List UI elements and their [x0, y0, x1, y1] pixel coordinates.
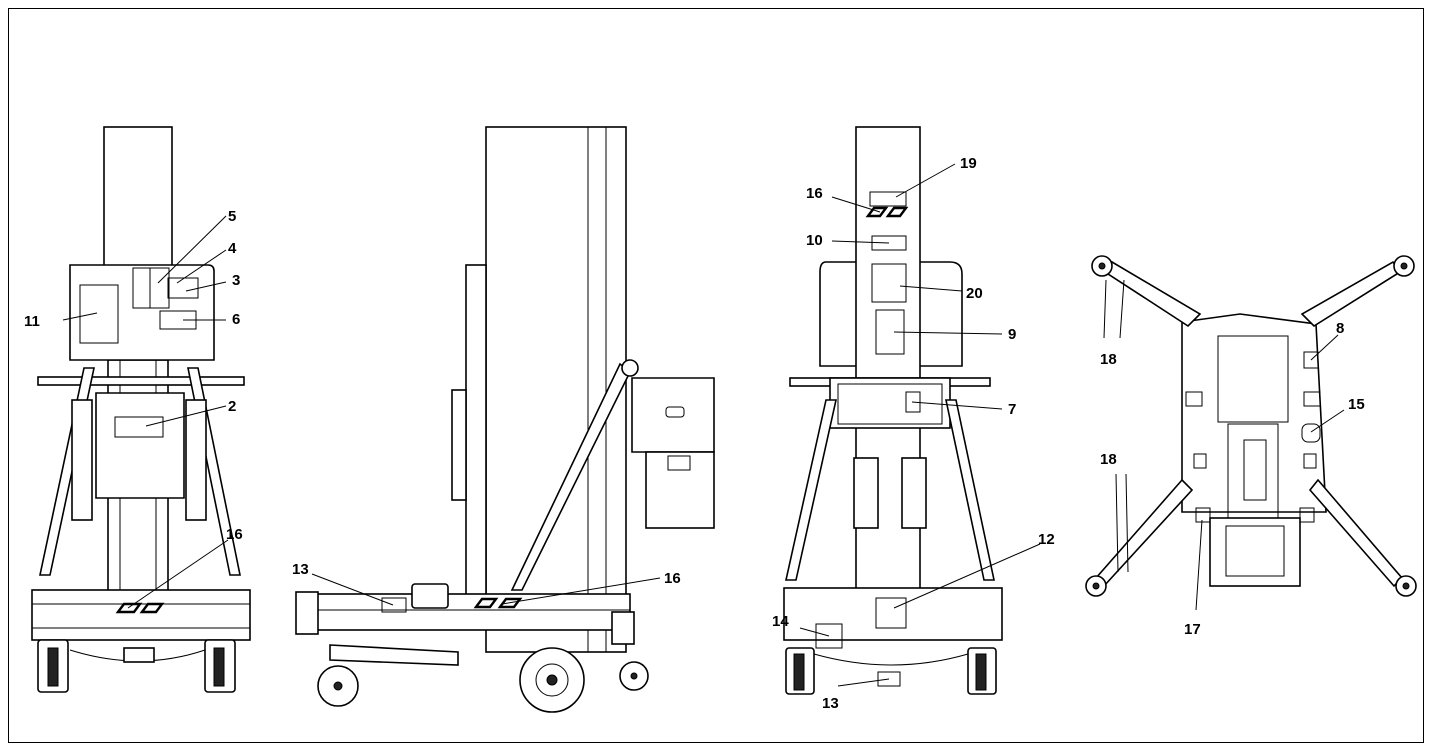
- decal-20-rear: [871, 263, 907, 303]
- callout-18-bottom: 18: [1100, 451, 1117, 468]
- front-platform-rail: [37, 376, 245, 386]
- side-mast-rail: [465, 264, 487, 596]
- decal-10-rear: [871, 235, 907, 251]
- side-mast: [485, 126, 627, 653]
- top-view: [1085, 255, 1417, 597]
- top-outrigger-lr: [1308, 478, 1404, 588]
- front-upper-panel: [69, 264, 215, 361]
- decal-19-rear: [869, 191, 907, 207]
- decal-7-rear: [905, 391, 921, 413]
- callout-6: 6: [232, 311, 240, 328]
- callout-13-rear: 13: [822, 695, 839, 712]
- leader-lines: [62, 163, 1345, 687]
- decal-13-side: [381, 597, 407, 613]
- front-base: [31, 589, 251, 641]
- top-battery-tray: [1209, 517, 1301, 587]
- decal-2-front: [114, 416, 164, 438]
- rear-control-panel: [829, 377, 951, 429]
- callout-2: 2: [228, 398, 236, 415]
- top-outrigger-ul: [1103, 260, 1202, 328]
- callout-8: 8: [1336, 320, 1344, 337]
- decal-17-top: [1195, 507, 1211, 523]
- decal-13-rear: [877, 671, 901, 687]
- decal-5-front: [132, 267, 170, 309]
- callout-11: 11: [24, 313, 40, 330]
- callout-10: 10: [806, 232, 823, 249]
- callout-17: 17: [1184, 621, 1201, 638]
- front-view: [31, 126, 251, 693]
- front-carriage: [95, 392, 185, 499]
- side-control-box: [631, 377, 715, 453]
- callout-19: 19: [960, 155, 977, 172]
- callout-labels: 11 5 4 3 6 2 16 13 16 19 16 10 20 9 7 12…: [24, 155, 1365, 712]
- side-view: [295, 126, 715, 713]
- logo-16-front: [115, 602, 165, 614]
- decal-14-rear: [815, 623, 843, 649]
- callout-7: 7: [1008, 401, 1016, 418]
- callout-9: 9: [1008, 326, 1016, 343]
- decal-12-rear: [875, 597, 907, 629]
- callout-20: 20: [966, 285, 983, 302]
- side-base: [299, 593, 631, 631]
- top-outrigger-ll: [1094, 478, 1194, 588]
- callout-16-front: 16: [226, 526, 243, 543]
- callout-4: 4: [228, 240, 237, 257]
- callout-18-top: 18: [1100, 351, 1117, 368]
- rear-base: [783, 587, 1003, 641]
- callout-16-side: 16: [664, 570, 681, 587]
- callout-12: 12: [1038, 531, 1055, 548]
- callout-3: 3: [232, 272, 240, 289]
- front-mast-top: [103, 126, 173, 268]
- side-battery-box: [645, 451, 715, 529]
- callout-16-rear: 16: [806, 185, 823, 202]
- callout-5: 5: [228, 208, 236, 225]
- decal-8-top: [1303, 351, 1319, 369]
- logo-16-side: [473, 597, 523, 609]
- decal-11-front: [79, 284, 119, 344]
- rear-view: [783, 126, 1003, 695]
- decal-15-top: [1301, 423, 1321, 443]
- callout-13-side: 13: [292, 561, 309, 578]
- callout-15: 15: [1348, 396, 1365, 413]
- top-chassis: [1181, 313, 1327, 513]
- logo-16-rear: [865, 206, 909, 218]
- top-outrigger-ur: [1300, 260, 1402, 328]
- callout-14: 14: [772, 613, 789, 630]
